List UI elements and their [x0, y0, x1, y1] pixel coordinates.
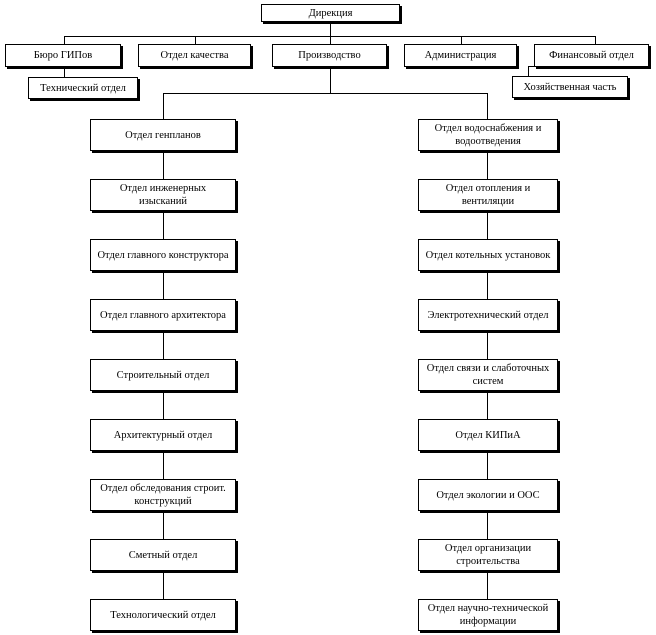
node-label: Сметный отдел [128, 549, 198, 561]
connector-line [330, 36, 331, 44]
node-right-dept: Отдел КИПиА [418, 419, 558, 451]
connector-line [163, 511, 164, 539]
node-financial: Финансовый отдел [534, 44, 649, 67]
node-label: Строительный отдел [116, 369, 210, 381]
node-left-dept: Сметный отдел [90, 539, 236, 571]
node-right-dept: Электротехнический отдел [418, 299, 558, 331]
node-label: Отдел качества [160, 50, 229, 61]
connector-line [487, 451, 488, 479]
node-label: Электротехнический отдел [427, 309, 549, 321]
connector-line [528, 66, 534, 67]
node-bureau-gip: Бюро ГИПов [5, 44, 121, 67]
node-right-dept: Отдел водоснабжения и водоотведения [418, 119, 558, 151]
connector-line [163, 331, 164, 359]
connector-line [64, 36, 65, 44]
node-right-dept: Отдел котельных установок [418, 239, 558, 271]
node-production: Производство [272, 44, 387, 67]
node-label: Отдел генпланов [125, 129, 201, 141]
connector-line [487, 211, 488, 239]
node-label: Технологический отдел [110, 609, 216, 621]
connector-line [487, 331, 488, 359]
node-left-dept: Строительный отдел [90, 359, 236, 391]
node-label: Хозяйственная часть [523, 81, 617, 93]
node-label: Отдел главного конструктора [97, 249, 229, 261]
node-right-dept: Отдел экологии и ООС [418, 479, 558, 511]
connector-line [487, 151, 488, 179]
connector-line [64, 36, 595, 37]
node-label: Отдел главного архитектора [100, 309, 226, 321]
node-right-dept: Отдел связи и слаботочных систем [418, 359, 558, 391]
node-household: Хозяйственная часть [512, 76, 628, 98]
node-label: Отдел отопления и вентиляции [445, 183, 531, 207]
node-right-dept: Отдел научно-технической информации [418, 599, 558, 631]
node-left-dept: Отдел главного конструктора [90, 239, 236, 271]
node-administration: Администрация [404, 44, 517, 67]
node-technical: Технический отдел [28, 77, 138, 99]
connector-line [487, 511, 488, 539]
node-label: Отдел научно-технической информации [427, 603, 549, 627]
connector-line [330, 67, 331, 93]
node-label: Отдел КИПиА [455, 429, 521, 441]
connector-line [163, 93, 164, 119]
node-label: Отдел связи и слаботочных систем [426, 363, 550, 387]
node-label: Отдел водоснабжения и водоотведения [434, 123, 542, 147]
node-label: Отдел котельных установок [425, 249, 551, 261]
connector-line [163, 571, 164, 599]
connector-line [487, 391, 488, 419]
node-label: Администрация [424, 50, 497, 61]
connector-line [487, 93, 488, 119]
node-direction: Дирекция [261, 4, 400, 22]
node-left-dept: Отдел генпланов [90, 119, 236, 151]
node-label: Архитектурный отдел [113, 429, 213, 441]
node-label: Технический отдел [40, 82, 126, 94]
connector-line [163, 391, 164, 419]
connector-line [163, 211, 164, 239]
node-label: Бюро ГИПов [33, 50, 93, 61]
connector-line [461, 36, 462, 44]
node-label: Отдел организации строительства [444, 543, 532, 567]
node-left-dept: Отдел обследования строит. конструкций [90, 479, 236, 511]
node-right-dept: Отдел отопления и вентиляции [418, 179, 558, 211]
connector-line [163, 271, 164, 299]
node-quality: Отдел качества [138, 44, 251, 67]
connector-line [595, 36, 596, 44]
connector-line [330, 21, 331, 36]
connector-line [487, 271, 488, 299]
connector-line [64, 66, 65, 77]
node-label: Дирекция [308, 7, 353, 19]
connector-line [163, 151, 164, 179]
node-label: Производство [298, 50, 361, 61]
node-label: Отдел инженерных изысканий [119, 183, 207, 207]
connector-line [487, 571, 488, 599]
connector-line [528, 66, 529, 76]
connector-line [195, 36, 196, 44]
node-left-dept: Архитектурный отдел [90, 419, 236, 451]
node-left-dept: Технологический отдел [90, 599, 236, 631]
node-label: Отдел обследования строит. конструкций [100, 483, 226, 507]
connector-line [163, 93, 487, 94]
node-label: Финансовый отдел [549, 50, 634, 61]
connector-line [163, 451, 164, 479]
node-label: Отдел экологии и ООС [436, 489, 540, 501]
node-left-dept: Отдел главного архитектора [90, 299, 236, 331]
node-right-dept: Отдел организации строительства [418, 539, 558, 571]
node-left-dept: Отдел инженерных изысканий [90, 179, 236, 211]
